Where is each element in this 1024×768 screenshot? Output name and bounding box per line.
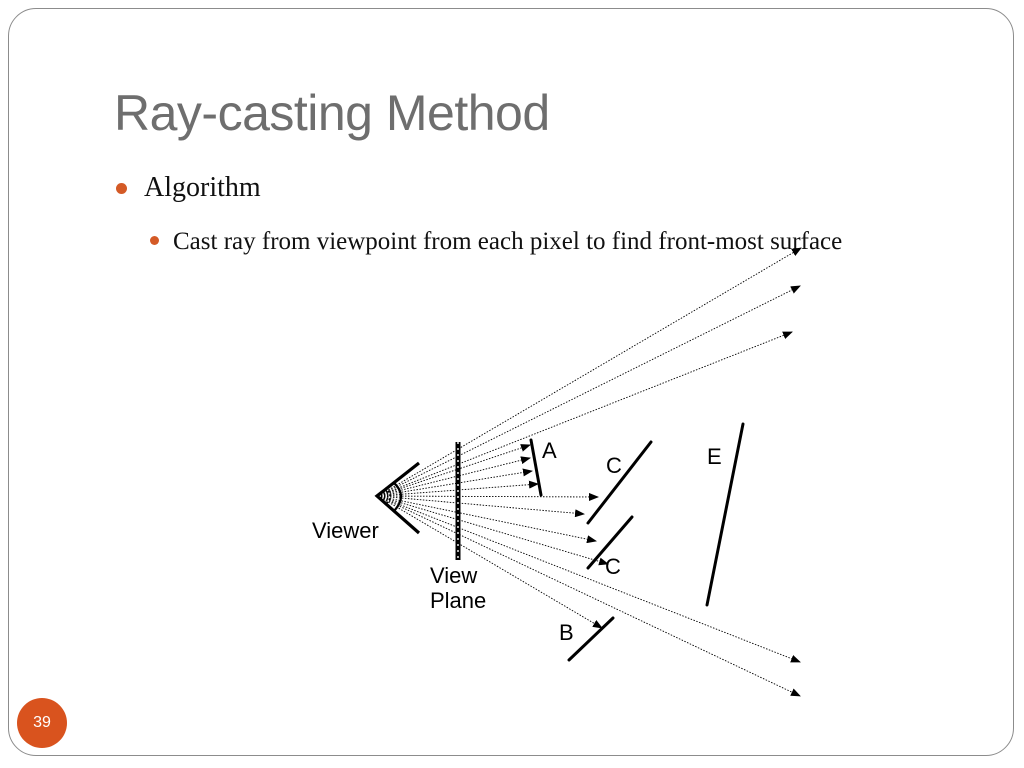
ray-9 bbox=[377, 495, 585, 518]
surface-b bbox=[567, 616, 615, 662]
ray-8 bbox=[377, 492, 599, 501]
bullet-text: Algorithm bbox=[144, 172, 261, 203]
viewer-eye-icon bbox=[374, 461, 421, 535]
surface-e bbox=[705, 422, 745, 607]
ray-1 bbox=[377, 247, 802, 497]
ray-11 bbox=[377, 495, 609, 566]
surface-c-lower bbox=[586, 515, 634, 570]
ray-14 bbox=[377, 495, 603, 629]
ray-6 bbox=[377, 468, 533, 497]
rays bbox=[377, 247, 802, 697]
ray-10 bbox=[377, 495, 597, 544]
slide-frame bbox=[8, 8, 1014, 756]
bullet-dot-icon bbox=[116, 183, 127, 194]
ray-12 bbox=[377, 495, 801, 663]
ray-3 bbox=[377, 331, 793, 497]
sub-bullet-text: Cast ray from viewpoint from each pixel … bbox=[173, 228, 843, 255]
label-surface-a: A bbox=[542, 438, 557, 463]
label-surface-b: B bbox=[559, 620, 574, 645]
ray-2 bbox=[377, 285, 801, 497]
surface-c-upper bbox=[586, 440, 653, 525]
label-surface-e: E bbox=[707, 444, 722, 469]
sub-bullet-cast-ray: Cast ray from viewpoint from each pixel … bbox=[150, 222, 920, 262]
bullet-algorithm: Algorithm bbox=[116, 172, 261, 204]
slide-title: Ray-casting Method bbox=[114, 85, 550, 141]
surfaces bbox=[529, 422, 745, 662]
label-viewer: Viewer bbox=[312, 518, 379, 543]
label-view-plane: View Plane bbox=[430, 563, 486, 613]
page-number-badge: 39 bbox=[17, 698, 67, 748]
ray-4 bbox=[377, 444, 531, 497]
ray-5 bbox=[377, 456, 531, 497]
label-surface-c-upper: C bbox=[606, 453, 622, 478]
label-surface-c-lower: C bbox=[605, 554, 621, 579]
bullet-dot-icon bbox=[150, 236, 159, 245]
surface-a bbox=[529, 438, 543, 497]
